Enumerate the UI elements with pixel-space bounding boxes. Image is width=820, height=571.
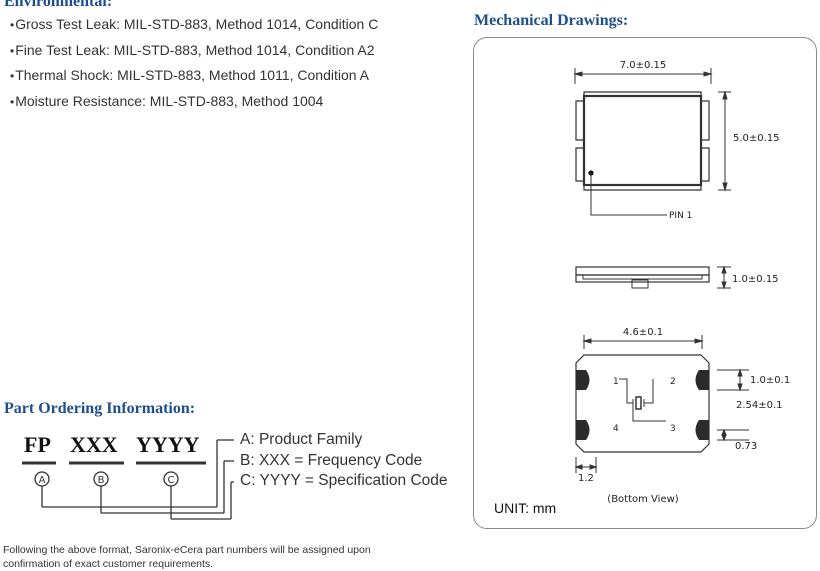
legend-item: A: Product Family: [240, 431, 363, 448]
marker-a: A: [39, 475, 46, 486]
code-specification: YYYY: [136, 432, 200, 457]
pin-1-number: 1: [613, 377, 619, 387]
mechanical-drawing: 7.0±0.15 5.0±0.15 PIN 1 1.0±0.15 4.6±0.1…: [573, 60, 790, 505]
mechanical-title: Mechanical Drawings:: [474, 12, 629, 29]
list-item: •Moisture Resistance: MIL-STD-883, Metho…: [10, 92, 324, 109]
unit-label: UNIT: mm: [494, 500, 557, 516]
pin-2-number: 2: [670, 377, 676, 387]
environmental-list: •Gross Test Leak: MIL-STD-883, Method 10…: [10, 12, 378, 114]
ordering-connector-diagram: A B C: [22, 439, 234, 520]
legend-item: C: YYYY = Specification Code: [240, 472, 448, 489]
ordering-legend: A: Product Family B: XXX = Frequency Cod…: [240, 430, 448, 492]
marker-b: B: [98, 475, 105, 486]
bottom-span-label: 4.6±0.1: [623, 327, 663, 338]
environmental-title: Environmental:: [4, 0, 113, 10]
list-item: •Gross Test Leak: MIL-STD-883, Method 10…: [10, 16, 379, 32]
list-item: •Thermal Shock: MIL-STD-883, Method 1011…: [10, 67, 370, 83]
marker-c: C: [168, 475, 175, 486]
pad-width-label: 1.2: [578, 473, 594, 484]
ordering-title: Part Ordering Information:: [4, 400, 196, 417]
bottom-view-caption: (Bottom View): [607, 494, 678, 505]
top-width-label: 7.0±0.15: [620, 60, 667, 71]
list-item: •Fine Test Leak: MIL-STD-883, Method 101…: [10, 41, 375, 58]
pin-3-number: 3: [670, 424, 676, 434]
drawing-panel: [473, 37, 817, 529]
top-height-label: 5.0±0.15: [733, 133, 780, 144]
ordering-footnote: Following the above format, Saronix-eCer…: [3, 544, 371, 570]
code-frequency: XXX: [70, 432, 118, 457]
code-family: FP: [24, 432, 51, 457]
pad-gap-label: 0.73: [735, 441, 757, 452]
pad-pitch-label: 2.54±0.1: [736, 400, 783, 411]
pin1-label: PIN 1: [669, 211, 692, 221]
pin-4-number: 4: [613, 424, 619, 434]
legend-item: B: XXX = Frequency Code: [240, 451, 423, 469]
side-thickness-label: 1.0±0.15: [732, 274, 779, 285]
pad-height-label: 1.0±0.1: [750, 375, 790, 386]
